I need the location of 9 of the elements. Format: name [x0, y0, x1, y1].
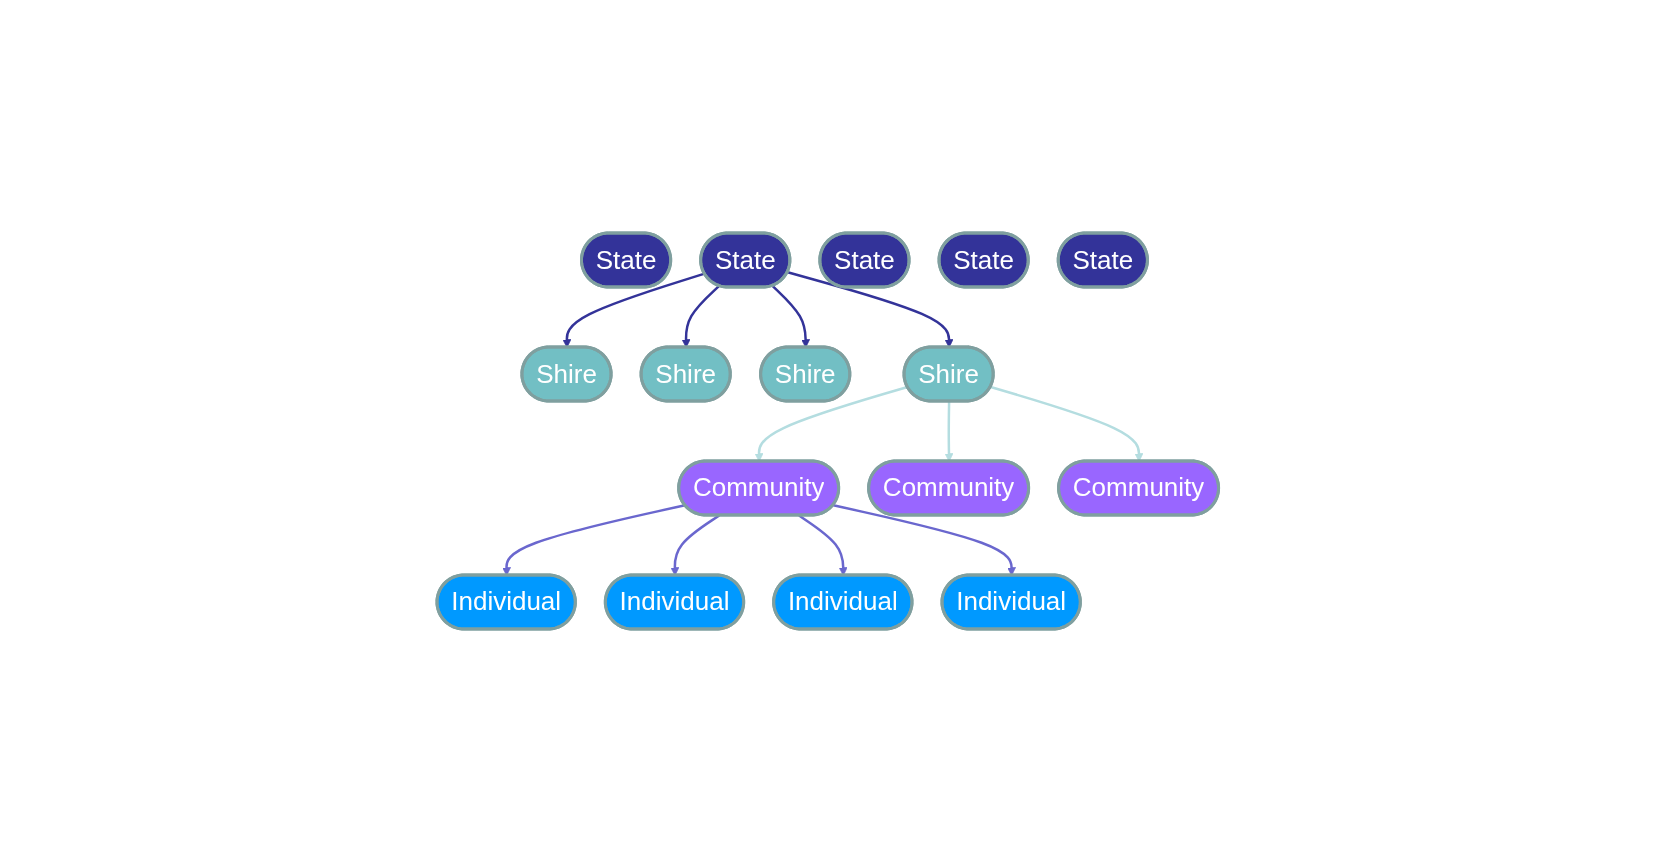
arrow — [832, 504, 1016, 576]
arrow — [787, 271, 954, 348]
arrow — [754, 385, 908, 462]
arrow — [681, 285, 720, 348]
arrow — [990, 385, 1144, 462]
arrow — [771, 285, 810, 348]
arrow — [562, 272, 705, 348]
arrow — [944, 401, 954, 462]
arrow — [501, 504, 685, 576]
